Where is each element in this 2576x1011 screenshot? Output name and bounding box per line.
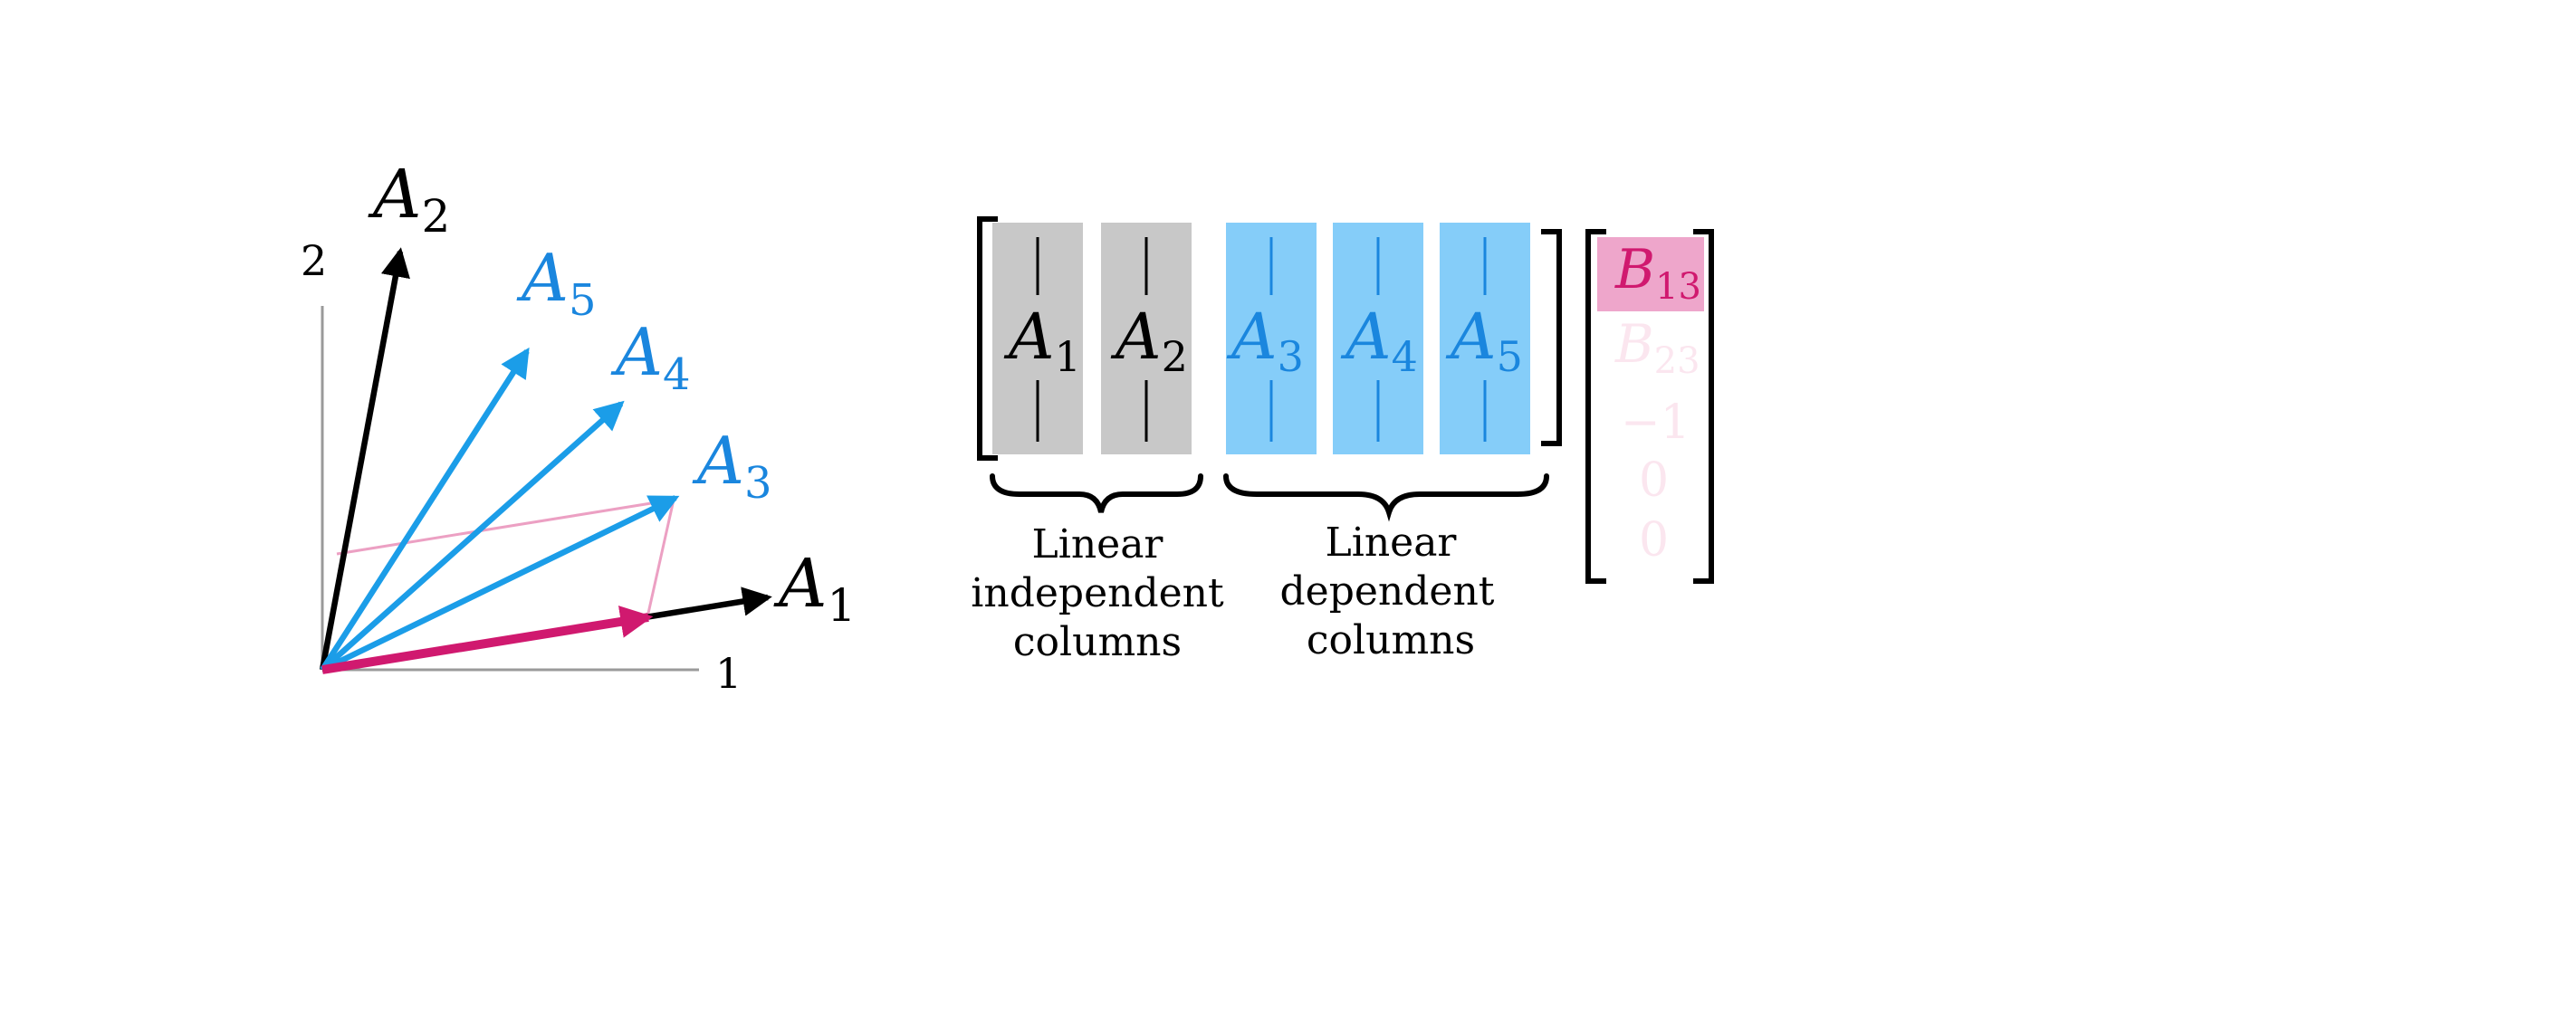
label-a2: A2 — [368, 156, 450, 243]
caption-independent-line-2: independent — [971, 570, 1224, 616]
vector-a4 — [320, 400, 625, 672]
entry-b13: B13 — [1614, 238, 1701, 308]
caption-independent-line-1: Linear — [1032, 521, 1164, 567]
caption-independent-line-3: columns — [1013, 619, 1182, 665]
caption-dependent-line-3: columns — [1307, 617, 1475, 663]
label-a3: A3 — [692, 423, 772, 509]
brace-dependent — [1223, 473, 1549, 522]
caption-dependent-line-2: dependent — [1280, 568, 1495, 615]
matrix-a-right-bracket — [1541, 229, 1562, 446]
column-label-a3: A3 — [1226, 300, 1304, 381]
column-label-a2: A2 — [1110, 300, 1188, 381]
matrix-column-a5: A5 — [1440, 223, 1530, 454]
entry-zero-1: 0 — [1639, 453, 1669, 508]
entry-minus-one: −1 — [1621, 396, 1690, 450]
column-label-a5: A5 — [1445, 300, 1523, 381]
parallelogram-edge-top — [336, 498, 675, 556]
vector-b-right-bracket — [1693, 229, 1714, 584]
matrix-column-a4: A4 — [1333, 223, 1423, 454]
caption-dependent: Linear dependent columns — [1280, 520, 1495, 663]
vector-a5 — [320, 347, 530, 672]
vector-a2 — [319, 247, 410, 671]
b13-highlight — [1597, 237, 1704, 311]
parallelogram-edge-right — [646, 499, 675, 618]
column-label-a4: A4 — [1340, 300, 1418, 381]
matrix-a-left-bracket — [977, 216, 998, 461]
caption-dependent-line-1: Linear — [1326, 520, 1458, 566]
matrix-column-a2: A2 — [1101, 223, 1192, 454]
caption-independent: Linear independent columns — [971, 521, 1224, 665]
brace-independent — [990, 473, 1203, 513]
y-tick-label: 2 — [301, 236, 327, 285]
matrix-column-a3: A3 — [1226, 223, 1317, 454]
label-a5: A5 — [516, 240, 597, 326]
vector-plot: 1 2 A2 A5 A4 A3 A1 — [301, 156, 856, 698]
vector-b13-a1 — [321, 606, 654, 674]
matrix-a: A1 A2 A3 A4 A5 — [977, 216, 1562, 461]
vector-b: B13 B23 −1 0 0 — [1585, 229, 1714, 584]
vector-b-left-bracket — [1585, 229, 1606, 584]
vector-a3 — [321, 495, 680, 672]
label-a1: A1 — [773, 545, 856, 632]
column-label-a1: A1 — [1003, 300, 1081, 381]
entry-b23: B23 — [1614, 313, 1700, 382]
matrix-column-a1: A1 — [992, 223, 1083, 454]
entry-zero-2: 0 — [1639, 513, 1669, 567]
x-tick-label: 1 — [715, 649, 742, 698]
label-a4: A4 — [610, 314, 691, 400]
